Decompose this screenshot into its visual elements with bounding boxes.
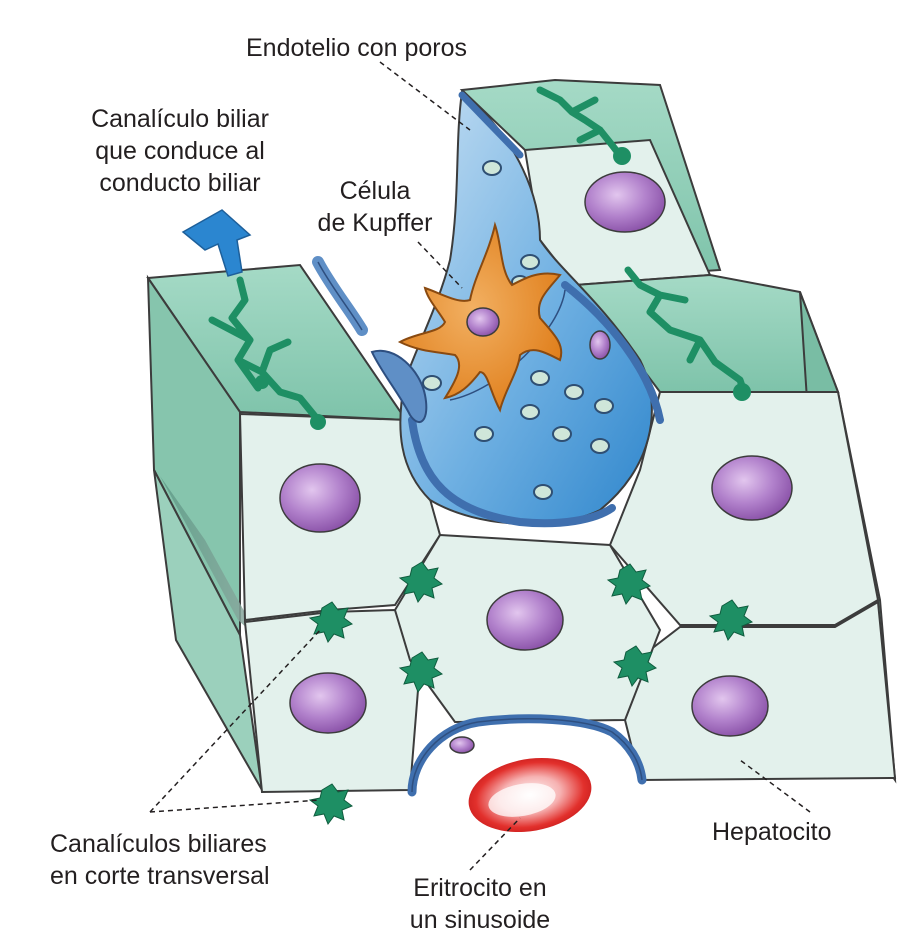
canaliculus-tip	[733, 383, 751, 401]
label-kupffer: Célula de Kupffer	[300, 175, 450, 239]
canaliculus-cross	[308, 783, 354, 826]
pore	[552, 426, 572, 442]
pore	[590, 438, 610, 454]
leader-canaliculi-b	[149, 799, 321, 813]
canaliculus-cross	[612, 645, 658, 688]
leader-kupffer	[417, 241, 463, 289]
nucleus-lower-right	[691, 675, 769, 737]
pore	[520, 404, 540, 420]
kupffer-cell-nucleus	[466, 307, 500, 337]
endothelial-strip-edge	[317, 261, 363, 331]
label-endothelium: Endotelio con poros	[246, 32, 467, 64]
canaliculus-tip	[613, 147, 631, 165]
bile-flow-arrow-icon	[181, 209, 252, 277]
label-erythrocyte: Eritrocito en un sinusoide	[380, 872, 580, 936]
canaliculus-network-middle-right	[624, 266, 749, 399]
label-canaliculi-cross-line1: Canalículos biliares	[50, 830, 267, 858]
pore	[474, 426, 494, 442]
pore	[564, 384, 584, 400]
nucleus-center	[486, 589, 564, 651]
pore	[520, 254, 540, 270]
label-erythrocyte-line1: Eritrocito en	[413, 874, 547, 902]
endothelial-nucleus-bottom	[449, 736, 475, 754]
nucleus-upper-right	[584, 171, 666, 233]
canaliculus-network-left	[208, 276, 322, 424]
leader-endothelium	[379, 61, 471, 131]
lower-sinusoid	[407, 714, 647, 833]
canaliculus-cross	[308, 601, 354, 644]
nucleus-middle-right	[711, 455, 793, 521]
canaliculus-tip	[255, 375, 269, 389]
nucleus-upper-left	[279, 463, 361, 533]
pore	[422, 375, 442, 391]
pore	[482, 160, 502, 176]
leader-erythrocyte	[469, 817, 521, 871]
hepatocyte-nuclei	[279, 171, 793, 754]
canaliculus-network-upper-right	[536, 86, 626, 162]
sinusoid-fold	[449, 289, 566, 401]
pore	[533, 484, 553, 500]
endothelial-pores	[422, 160, 614, 500]
leader-hepatocyte	[739, 759, 811, 813]
label-kupffer-line2: de Kupffer	[317, 209, 433, 237]
canaliculus-tips	[255, 147, 751, 430]
leader-canaliculi-a	[149, 627, 323, 813]
erythrocyte-center	[488, 783, 556, 817]
canaliculus-cross	[398, 651, 444, 694]
canaliculus-cross	[606, 563, 652, 606]
endothelial-nucleus	[589, 330, 611, 360]
endothelial-lining-right	[561, 281, 664, 424]
nucleus-lower-left	[289, 672, 367, 734]
label-bile-canaliculus-line3: conducto biliar	[99, 169, 261, 197]
pore	[594, 398, 614, 414]
pore	[530, 370, 550, 386]
endothelial-flap	[370, 349, 428, 423]
lower-sinusoid-wall-edge	[411, 718, 643, 793]
canaliculi-cross-sections	[308, 561, 754, 826]
label-canaliculi-cross: Canalículos biliares en corte transversa…	[50, 828, 270, 892]
label-canaliculi-cross-line2: en corte transversal	[50, 862, 270, 890]
canaliculus-tip	[310, 414, 326, 430]
label-hepatocyte: Hepatocito	[712, 816, 832, 848]
leader-lines	[149, 61, 811, 871]
left-shadow	[160, 476, 260, 640]
label-endothelium-text: Endotelio con poros	[246, 34, 467, 62]
endothelial-lining-bottom	[408, 416, 616, 528]
endothelial-lining-left	[458, 91, 524, 159]
label-bile-canaliculus-line2: que conduce al	[95, 137, 265, 165]
label-erythrocyte-line2: un sinusoide	[409, 906, 551, 934]
kupffer-cell	[397, 221, 563, 413]
label-hepatocyte-text: Hepatocito	[712, 818, 832, 846]
canaliculus-cross	[708, 599, 754, 642]
label-kupffer-line1: Célula	[339, 177, 411, 205]
bile-canaliculi-network	[208, 86, 749, 424]
canaliculus-cross	[398, 561, 444, 604]
label-bile-canaliculus-line1: Canalículo biliar	[91, 105, 269, 133]
label-bile-canaliculus: Canalículo biliar que conduce al conduct…	[60, 103, 300, 199]
right-hepatocyte-block	[459, 78, 897, 784]
